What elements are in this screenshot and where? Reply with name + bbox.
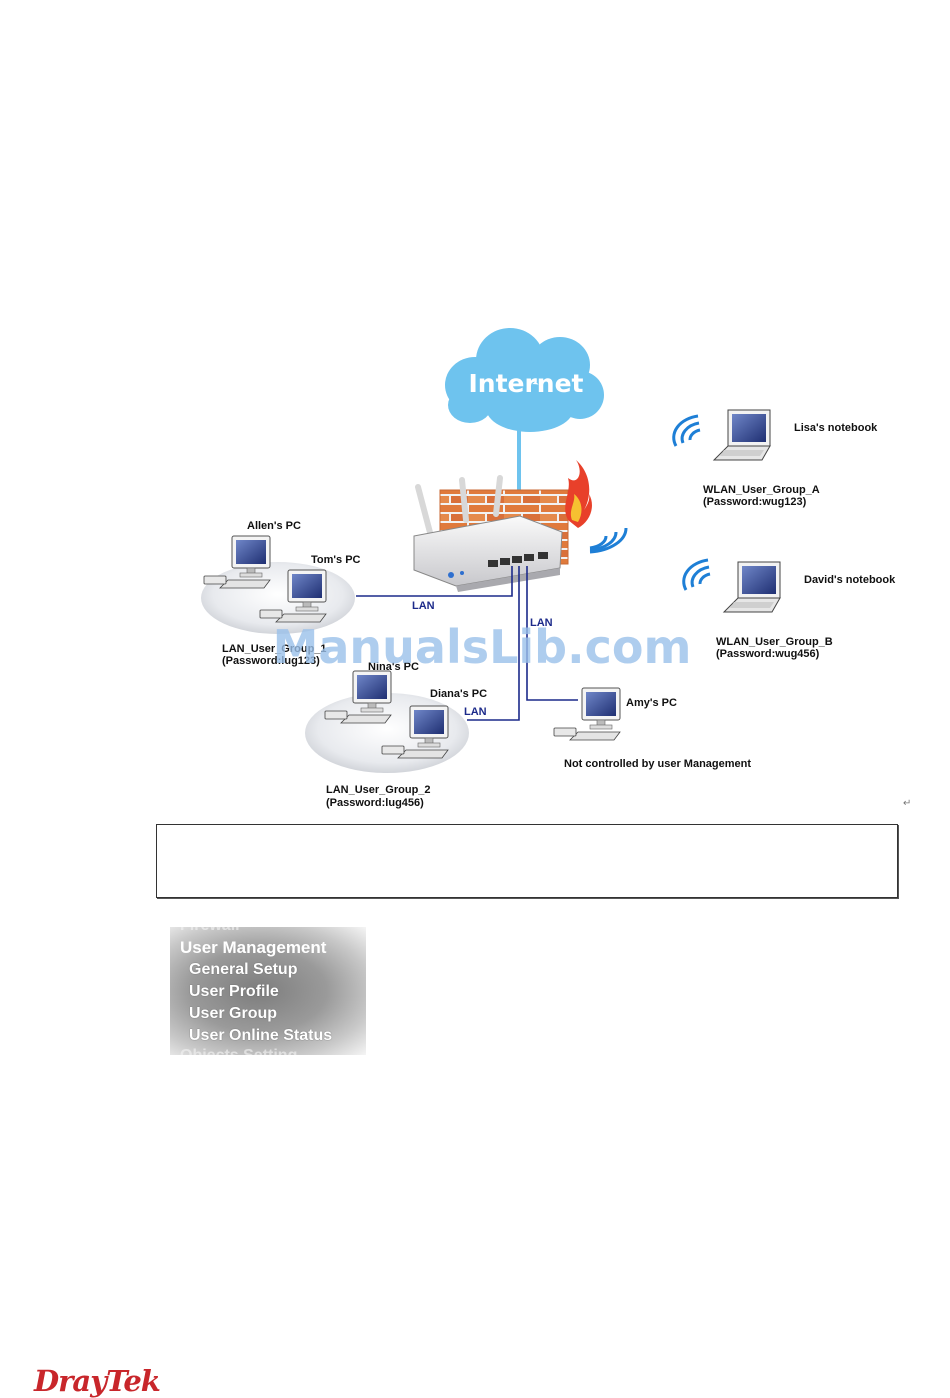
wlan-group-b-name: WLAN_User_Group_B <box>716 636 833 648</box>
router-icon <box>413 475 563 592</box>
menu-item-user-profile[interactable]: User Profile <box>189 983 279 1000</box>
lan-label-group2: LAN <box>464 706 487 718</box>
draytek-logo: DrayTek <box>34 1364 161 1398</box>
menu-item-firewall[interactable]: Firewall <box>180 927 240 935</box>
amy-pc-icon <box>553 687 621 741</box>
david-notebook-label: David's notebook <box>804 574 896 586</box>
note-box <box>156 824 898 898</box>
user-management-menu: Firewall User Management General Setup U… <box>170 927 366 1055</box>
lan-group2-name: LAN_User_Group_2 <box>326 784 431 796</box>
david-notebook-icon <box>723 561 781 613</box>
nina-pc-label: Nina's PC <box>368 661 419 673</box>
amy-pc-label: Amy's PC <box>626 697 677 709</box>
nina-pc-icon <box>324 670 392 724</box>
lisa-wifi-icon <box>672 414 702 448</box>
network-diagram: Internet LAN LAN LAN All <box>201 328 911 809</box>
menu-item-user-online-status[interactable]: User Online Status <box>189 1027 333 1044</box>
internet-label: Internet <box>468 369 583 398</box>
internet-cloud: Internet <box>445 328 604 432</box>
lan-group1-name: LAN_User_Group_1 <box>222 643 327 655</box>
return-mark: ↵ <box>903 798 911 809</box>
router-wifi-icon <box>589 527 628 554</box>
tom-pc-label: Tom's PC <box>311 554 361 566</box>
lisa-notebook-label: Lisa's notebook <box>794 422 878 434</box>
diana-pc-label: Diana's PC <box>430 688 487 700</box>
allen-pc-label: Allen's PC <box>247 520 301 532</box>
wlan-group-a-password: (Password:wug123) <box>703 496 807 508</box>
lan-group1-password: (Password:lug123) <box>222 655 320 667</box>
lisa-notebook-icon <box>713 409 771 461</box>
lan-label-amy: LAN <box>530 617 553 629</box>
menu-item-general-setup[interactable]: General Setup <box>189 961 298 978</box>
menu-item-user-group[interactable]: User Group <box>189 1005 278 1022</box>
watermark: ManualsLib.com <box>273 620 692 674</box>
wlan-group-a-name: WLAN_User_Group_A <box>703 484 820 496</box>
menu-header-user-management[interactable]: User Management <box>180 938 327 957</box>
wlan-group-b-password: (Password:wug456) <box>716 648 820 660</box>
lan-label-group1: LAN <box>412 600 435 612</box>
uncontrolled-note: Not controlled by user Management <box>564 758 751 770</box>
lan-group2-password: (Password:lug456) <box>326 797 424 809</box>
allen-pc-icon <box>203 535 271 589</box>
menu-item-objects-setting[interactable]: Objects Setting <box>180 1047 297 1055</box>
david-wifi-icon <box>682 558 712 592</box>
lan-lines <box>356 566 578 721</box>
